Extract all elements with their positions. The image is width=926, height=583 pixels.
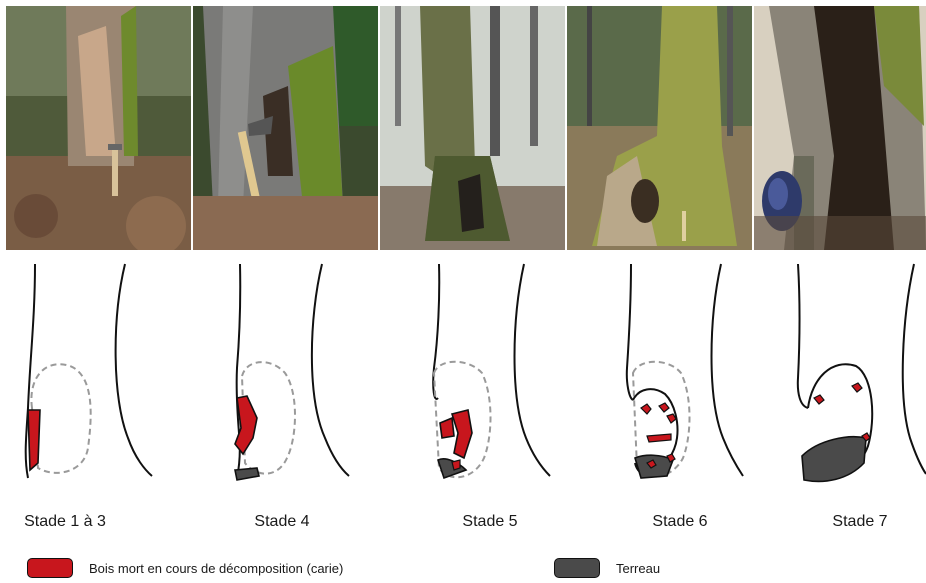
stage-label-6: Stade 6 [620, 513, 740, 535]
decay-red-area-2 [452, 410, 472, 458]
trunk-right-outline [116, 264, 152, 476]
trunk-right-outline [515, 264, 551, 476]
soil-gray-area [802, 437, 866, 482]
legend-soil-label: Terreau [616, 561, 660, 576]
diagram-stade-7 [748, 258, 926, 498]
stage-label-1-3: Stade 1 à 3 [0, 513, 130, 535]
trunk-right-outline [903, 264, 926, 474]
stage-label-4: Stade 4 [222, 513, 342, 535]
decay-red-bar [647, 434, 671, 442]
photo-stade-7 [754, 6, 926, 250]
legend-decay-label: Bois mort en cours de décomposition (car… [89, 561, 343, 576]
decay-red-blob-2 [659, 403, 669, 412]
decay-red-area [28, 410, 40, 470]
diagram-stade-6 [561, 258, 746, 498]
legend-soil: Terreau [554, 557, 660, 579]
diagram-stade-5 [374, 258, 559, 498]
photo-stade-4 [193, 6, 378, 250]
photo-stade-5 [380, 6, 565, 250]
legend-soil-swatch [554, 558, 600, 578]
trunk-left-outline [433, 264, 439, 399]
legend-decay-swatch [27, 558, 73, 578]
stage-label-7: Stade 7 [800, 513, 920, 535]
decay-red-blob-2 [852, 383, 862, 392]
photo-strip [6, 6, 920, 250]
decay-red-blob-1 [641, 404, 651, 414]
decay-red-blob-3 [667, 414, 676, 423]
decay-red-area-3 [452, 460, 460, 470]
diagram-stade-4 [187, 258, 372, 498]
decay-red-area-1 [440, 418, 454, 438]
trunk-right-outline [312, 264, 349, 476]
trunk-left-outline [627, 264, 633, 400]
stage-label-5: Stade 5 [430, 513, 550, 535]
photo-stade-6 [567, 6, 752, 250]
soil-gray-area [235, 468, 259, 480]
trunk-right-outline [712, 264, 744, 476]
legend-decay: Bois mort en cours de décomposition (car… [27, 557, 343, 579]
photo-stade-1-3 [6, 6, 191, 250]
diagram-stade-1-3 [0, 258, 185, 498]
decay-red-blob-1 [814, 395, 824, 404]
trunk-left-outline [798, 264, 808, 408]
diagram-strip [0, 258, 926, 498]
